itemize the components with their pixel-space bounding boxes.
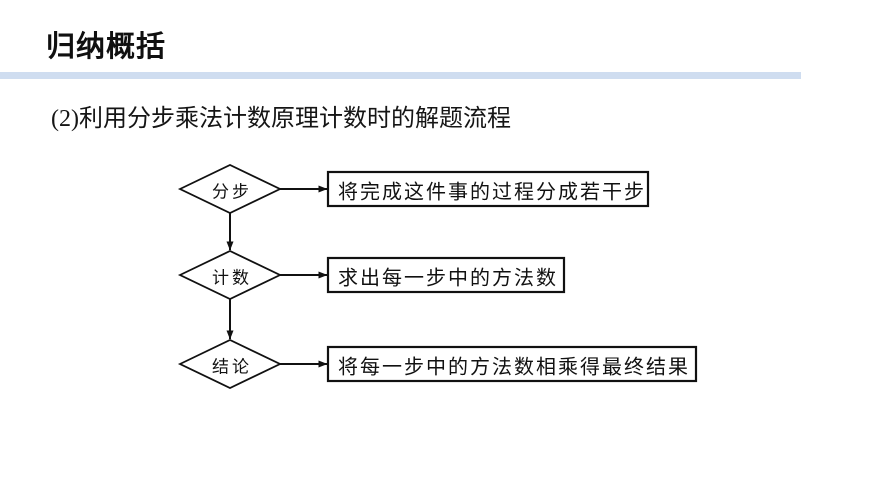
title-underline-rule [0,72,801,79]
decision-label-1: 分步 [212,182,252,202]
page-title: 归纳概括 [46,31,167,63]
process-label-3: 将每一步中的方法数相乘得最终结果 [338,356,690,379]
subtitle-text: (2)利用分步乘法计数原理计数时的解题流程 [51,106,511,132]
process-label-1: 将完成这件事的过程分成若干步 [338,181,646,204]
process-label-2: 求出每一步中的方法数 [338,267,558,290]
process-box-3 [326,345,698,383]
process-box-1 [326,170,650,208]
process-box-2 [326,256,566,294]
decision-label-2: 计数 [212,268,252,288]
decision-label-3: 结论 [212,357,252,377]
